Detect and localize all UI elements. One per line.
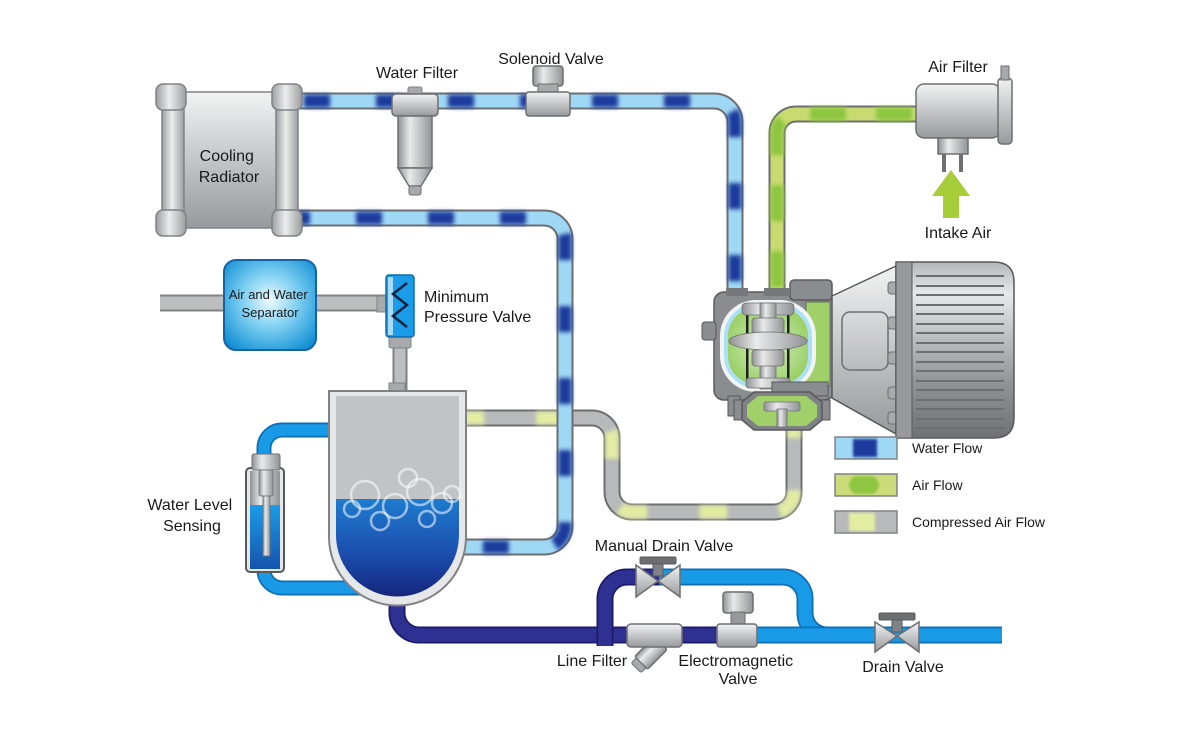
air-filter-label: Air Filter [928, 59, 988, 76]
drain-valve [874, 612, 920, 654]
cooling-radiator: Cooling Radiator [155, 83, 303, 237]
pipe-water-supply [296, 92, 744, 297]
air-water-separator: Air and Water Separator [223, 259, 317, 351]
minimum-pressure-valve-label: Minimum Pressure Valve [424, 289, 531, 326]
pipe-intake-air [768, 105, 918, 297]
intake-air-label: Intake Air [925, 225, 992, 242]
legend-item-water-flow: Water Flow [834, 436, 983, 460]
cooling-radiator-label: Cooling Radiator [199, 148, 260, 186]
manual-drain-valve-label: Manual Drain Valve [595, 538, 734, 555]
legend-compressed-air-flow-label: Compressed Air Flow [912, 514, 1046, 530]
water-level-sensor [245, 453, 285, 573]
intake-air-arrow [932, 170, 970, 218]
legend-air-flow-label: Air Flow [912, 477, 963, 493]
water-filter-label: Water Filter [376, 65, 459, 82]
compressor-airend [701, 279, 835, 417]
separator-tank [328, 382, 467, 607]
pipe-drain-blue [659, 568, 1002, 644]
pipe-sensor-top [256, 422, 340, 462]
legend-item-compressed-air-flow: Compressed Air Flow [834, 510, 1046, 534]
discharge-check-valve [733, 381, 831, 431]
manual-drain-valve [635, 556, 681, 599]
water-filter [391, 86, 439, 196]
water-level-sensing-label: Water Level Sensing [147, 497, 236, 535]
compressor-motor [831, 261, 1015, 439]
legend-item-air-flow: Air Flow [834, 473, 963, 497]
line-filter-label: Line Filter [557, 653, 628, 670]
tank-bubbles [342, 467, 462, 532]
drain-valve-label: Drain Valve [862, 659, 944, 676]
line-filter [626, 623, 683, 673]
air-filter [915, 65, 1013, 172]
solenoid-valve-label: Solenoid Valve [498, 51, 604, 68]
minimum-pressure-valve [376, 274, 415, 349]
pipe-drain-navy [388, 568, 742, 646]
pipe-compressed-air [462, 409, 803, 521]
electromagnetic-valve-label: Electromagnetic Valve [678, 653, 797, 688]
legend: Water Flow Air Flow Compressed Air Flow [834, 436, 1046, 534]
air-water-separator-label: Air and Water Separator [229, 287, 312, 320]
electromagnetic-valve [716, 591, 758, 648]
pipe-water-return [296, 209, 574, 556]
legend-water-flow-label: Water Flow [912, 440, 983, 456]
solenoid-valve [525, 65, 571, 117]
